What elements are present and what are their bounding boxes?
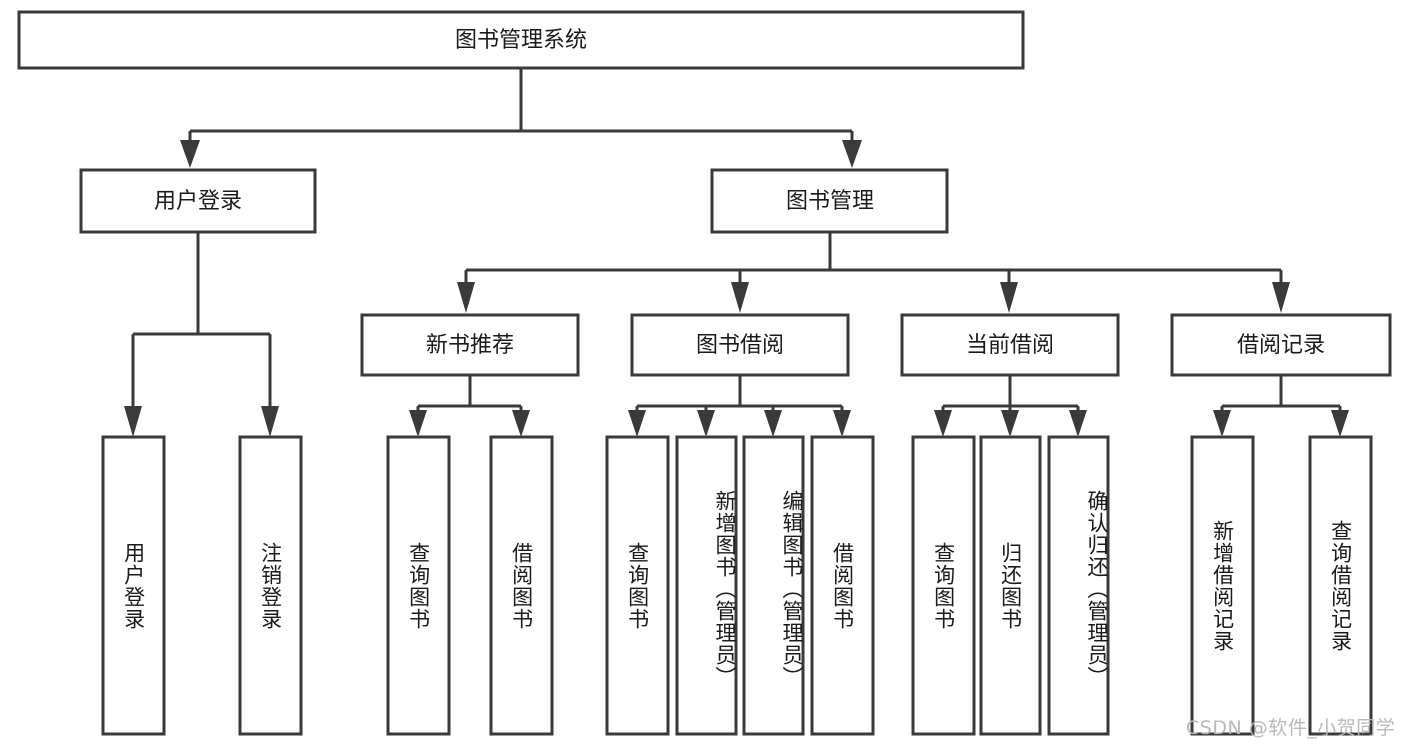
leaf-box-query-book-2[interactable] [605, 435, 670, 736]
leaf-box-logout[interactable] [238, 435, 303, 736]
leaf-box-add-borrow-record[interactable] [1190, 435, 1255, 736]
connector-currentborrow-to-leaves [934, 375, 1087, 437]
node-root[interactable]: 图书管理系统 [17, 10, 1025, 70]
leaf-box-query-book-1[interactable] [386, 435, 451, 736]
node-user-login[interactable]: 用户登录 [79, 168, 317, 234]
connector-root-to-level2 [180, 68, 862, 168]
leaf-box-add-book-admin[interactable] [675, 435, 738, 736]
leaf-box-edit-book-admin[interactable] [742, 435, 805, 736]
node-root-label: 图书管理系统 [455, 28, 587, 53]
node-book-borrow[interactable]: 图书借阅 [630, 313, 850, 377]
leaf-box-user-login[interactable] [101, 435, 166, 736]
connector-bookmgmt-to-level3 [457, 232, 1290, 313]
node-new-book-recommend[interactable]: 新书推荐 [360, 313, 580, 377]
watermark-text: CSDN @软件_小贺同学 [1186, 717, 1396, 739]
leaf-box-borrow-book-2[interactable] [810, 435, 875, 736]
leaf-box-group [101, 435, 1373, 736]
connector-bookborrow-to-leaves [628, 375, 851, 437]
connector-newbook-to-leaves [409, 375, 530, 437]
leaf-box-borrow-book-1[interactable] [489, 435, 554, 736]
connector-borrowrecord-to-leaves [1213, 375, 1349, 437]
connector-userlogin-to-leaves [124, 232, 279, 437]
node-current-borrow-label: 当前借阅 [966, 333, 1054, 358]
node-book-management-label: 图书管理 [786, 189, 874, 214]
leaf-box-query-book-3[interactable] [911, 435, 976, 736]
node-borrow-record-label: 借阅记录 [1237, 333, 1325, 358]
node-borrow-record[interactable]: 借阅记录 [1170, 313, 1392, 377]
node-new-book-recommend-label: 新书推荐 [426, 333, 514, 358]
node-book-management[interactable]: 图书管理 [710, 168, 949, 234]
leaf-box-return-book[interactable] [979, 435, 1042, 736]
leaf-box-query-borrow-record[interactable] [1308, 435, 1373, 736]
node-book-borrow-label: 图书借阅 [696, 333, 784, 358]
leaf-box-confirm-return-admin[interactable] [1047, 435, 1110, 736]
node-current-borrow[interactable]: 当前借阅 [900, 313, 1120, 377]
node-user-login-label: 用户登录 [154, 189, 242, 214]
